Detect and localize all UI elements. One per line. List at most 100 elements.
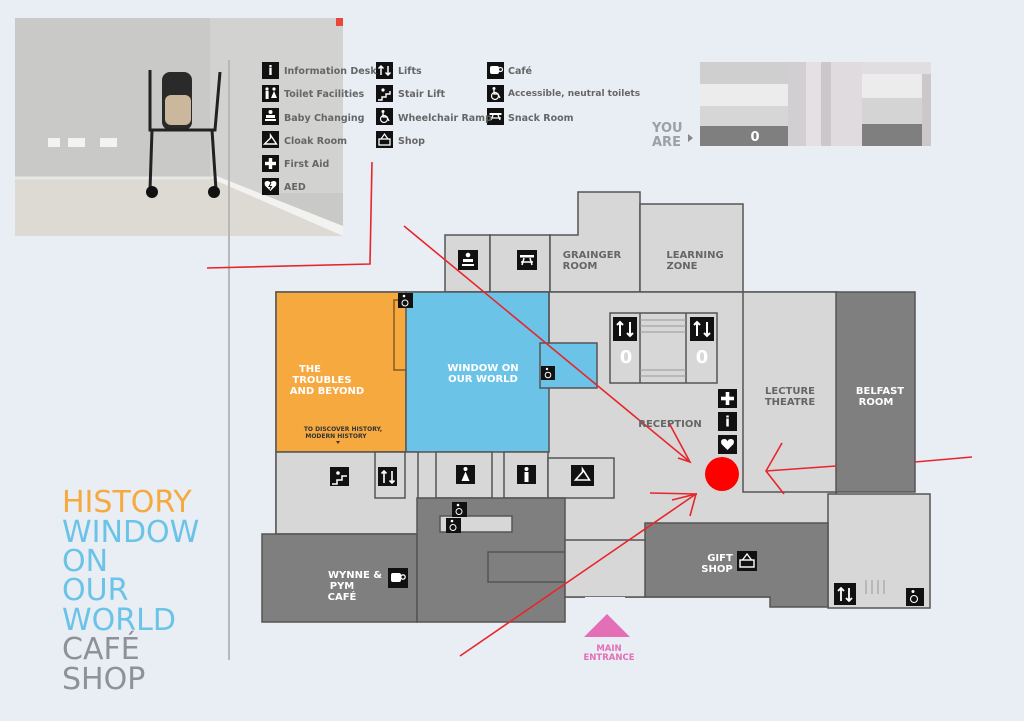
- gift-shop-label-1: GIFT: [707, 553, 733, 564]
- category-list: HISTORY WINDOW ON OUR WORLD CAFÉ SHOP: [62, 485, 199, 697]
- entrance-label-1: MAIN: [596, 644, 621, 654]
- legend-lifts: Lifts: [398, 66, 422, 77]
- floor-plan: [261, 191, 931, 623]
- legend-information-desk: Information Desk: [284, 66, 377, 77]
- category-window: WINDOW: [62, 515, 199, 550]
- belfast-room: [835, 291, 916, 493]
- lift-map-icon-2: [690, 317, 714, 341]
- grainger-room-label-1: GRAINGER: [563, 250, 622, 261]
- category-our: OUR: [62, 573, 128, 608]
- aed-map-icon: [718, 435, 737, 454]
- map-icons: i: [330, 250, 924, 606]
- baby-changing-map-icon: [458, 250, 478, 270]
- wheelchair-ramp-icon: [376, 108, 393, 125]
- legend-accessible-toilets: Accessible, neutral toilets: [508, 89, 640, 99]
- snack-room-icon: [487, 108, 504, 125]
- legend-shop: Shop: [398, 136, 425, 147]
- cafe-label-2: PYM: [330, 581, 355, 592]
- accessible-toilet-icon: [487, 85, 504, 102]
- lift-map-icon-4: [834, 583, 856, 605]
- accessible-toilet-map-icon-2: [446, 518, 461, 533]
- category-shop: SHOP: [62, 662, 145, 697]
- legend-cloak-room: Cloak Room: [284, 136, 347, 147]
- category-cafe: CAFÉ: [62, 631, 140, 667]
- reception-label: RECEPTION: [638, 419, 701, 430]
- legend-cafe: Café: [508, 66, 532, 77]
- you-are-here-panel: [688, 62, 931, 146]
- troubles-label-2: TROUBLES: [292, 375, 351, 386]
- learning-zone-label-1: LEARNING: [666, 250, 723, 261]
- pushchair-photo: [15, 18, 343, 236]
- lift-counter-1: 0: [620, 347, 633, 368]
- cafe-label-1: WYNNE &: [328, 570, 382, 581]
- cafe-icon: [487, 62, 504, 79]
- category-on: ON: [62, 544, 108, 579]
- learning-zone: [639, 203, 744, 293]
- you-are-here-arrow-icon: [688, 134, 693, 142]
- womens-toilet-map-icon: [456, 465, 475, 484]
- category-world: WORLD: [62, 603, 176, 638]
- troubles-label-1: THE: [299, 364, 321, 375]
- lecture-theatre-label-2: THEATRE: [765, 397, 816, 408]
- snack-room-map-icon: [517, 250, 537, 270]
- lift-icon: [376, 62, 393, 79]
- accessible-toilet-map-icon-1: [452, 502, 467, 517]
- lift-map-icon-3: [378, 467, 397, 486]
- lift-counter-2: 0: [696, 347, 709, 368]
- belfast-label-1: BELFAST: [856, 386, 904, 397]
- svg-text:i: i: [268, 64, 272, 79]
- cafe-label-3: CAFÉ: [328, 590, 357, 603]
- legend-wheelchair-ramp: Wheelchair Ramp: [398, 113, 492, 124]
- legend-toilet-facilities: Toilet Facilities: [284, 89, 365, 100]
- stair-lift-icon: [376, 85, 393, 102]
- legend-aed: AED: [284, 182, 306, 193]
- history-gallery: [275, 291, 407, 453]
- wheelchair-map-icon-2: [906, 588, 924, 606]
- gift-shop-label-2: SHOP: [701, 564, 732, 575]
- wheelchair-ramp-map-icon: [541, 366, 555, 380]
- troubles-sub-1: TO DISCOVER HISTORY,: [304, 426, 382, 433]
- shop-map-icon: [737, 551, 757, 571]
- legend-snack-room: Snack Room: [508, 113, 574, 124]
- toilet-icon: [262, 85, 279, 102]
- mens-toilet-map-icon: [517, 465, 536, 484]
- annotation-arrows: [206, 161, 973, 657]
- category-history: HISTORY: [62, 485, 192, 520]
- legend-first-aid: First Aid: [284, 159, 329, 170]
- troubles-sub-arrow-icon: [336, 441, 340, 444]
- info-map-icon: i: [718, 412, 737, 431]
- you-are-here-line1: YOU: [651, 121, 683, 136]
- first-aid-icon: [262, 155, 279, 172]
- legend-stair-lift: Stair Lift: [398, 89, 445, 100]
- lift-map-icon-1: [613, 317, 637, 341]
- you-are-here-line2: ARE: [652, 135, 681, 150]
- belfast-label-2: ROOM: [859, 397, 894, 408]
- aed-icon: [262, 178, 279, 195]
- window-label-1: WINDOW ON: [447, 363, 518, 374]
- legend-icons: i: [262, 62, 504, 195]
- entrance-label-2: ENTRANCE: [584, 653, 635, 663]
- cloakroom-icon: [262, 131, 279, 148]
- svg-text:i: i: [725, 415, 730, 431]
- stair-lift-map-icon: [330, 467, 349, 486]
- info-icon: i: [262, 62, 279, 79]
- first-aid-map-icon: [718, 389, 737, 408]
- baby-changing-icon: [262, 108, 279, 125]
- lecture-theatre: [742, 291, 838, 493]
- troubles-label-3: AND BEYOND: [290, 386, 364, 397]
- legend-baby-changing: Baby Changing: [284, 113, 364, 124]
- cloakroom-map-icon: [571, 465, 594, 486]
- lecture-theatre-label-1: LECTURE: [765, 386, 815, 397]
- window-label-2: OUR WORLD: [448, 374, 518, 385]
- you-are-here-indicator: 0: [750, 130, 759, 145]
- window-gallery: [405, 291, 550, 453]
- shop-icon: [376, 131, 393, 148]
- troubles-sub-2: MODERN HISTORY: [305, 433, 367, 440]
- grainger-room-label-2: ROOM: [563, 261, 598, 272]
- you-are-here-marker: [705, 457, 739, 491]
- wheelchair-map-icon: [398, 293, 413, 308]
- learning-zone-label-2: ZONE: [667, 261, 698, 272]
